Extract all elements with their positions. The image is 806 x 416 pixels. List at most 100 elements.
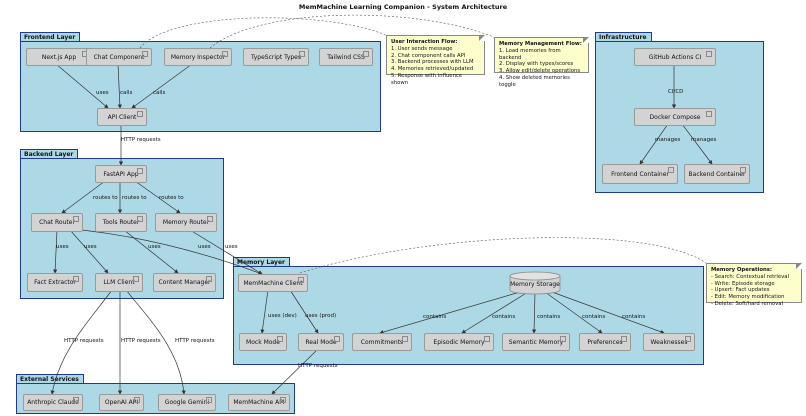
google-gemini-node[interactable]: Google Gemini [158,394,216,411]
edge-label-uses-dev: uses (dev) [268,313,297,319]
episodic-memory-node[interactable]: Episodic Memory [424,333,494,351]
component-icon [706,51,712,57]
memory-operations-note: Memory Operations: - Search: Contextual … [706,263,802,307]
fastapi-app-node[interactable]: FastAPI App [95,165,147,183]
edge-label-http-api: HTTP requests [121,137,161,143]
backend-layer-label: Backend Layer [20,149,79,159]
edge-storage-semantic [531,291,537,334]
github-actions-node[interactable]: GitHub Actions CI [634,48,716,66]
edge-chat-api [117,63,122,109]
edge-label-contains-3: contains [537,314,560,320]
component-icon [73,397,79,403]
chat-router-node[interactable]: Chat Router [31,213,83,232]
component-icon [363,51,369,57]
real-mode-node[interactable]: Real Mode [298,333,344,351]
component-icon [73,276,79,282]
edge-chat-fact [53,229,58,274]
external-services-label: External Services [16,374,84,384]
preferences-node[interactable]: Preferences [579,333,631,351]
component-icon [706,111,712,117]
edge-memclient-mock [260,289,269,334]
component-icon [334,336,340,342]
edge-tools-content [123,229,179,274]
edge-label-uses-4: uses [148,244,161,250]
edge-label-contains-2: contains [492,314,515,320]
memory-management-flow-note: Memory Management Flow: 1. Load memories… [494,37,589,88]
component-icon [207,216,213,222]
edge-storage-commitments [379,291,521,335]
openai-api-node[interactable]: OpenAI API [99,394,144,411]
frontend-layer-label: Frontend Layer [20,32,81,42]
edge-inspector-api [131,63,193,109]
note-connector-memclient [299,237,707,274]
component-icon [137,168,143,174]
edge-label-uses-5: uses [198,244,211,250]
component-icon [73,216,79,222]
component-icon [222,51,228,57]
semantic-memory-node[interactable]: Semantic Memory [502,333,570,351]
content-manager-node[interactable]: Content Manager [153,273,216,292]
component-icon [740,167,746,173]
edge-chat-memclient [81,229,263,275]
component-icon [134,397,140,403]
note-connector-chat [139,17,389,49]
memmachine-api-node[interactable]: MemMachine API [228,394,290,411]
edge-llm-gemini [125,289,186,395]
edge-chat-llm [69,229,109,274]
component-icon [685,336,691,342]
tools-router-node[interactable]: Tools Router [95,213,147,232]
typescript-types-node[interactable]: TypeScript Types [243,48,309,66]
edge-label-http-memapi: HTTP requests [298,363,338,369]
edge-label-contains-1: contains [423,314,446,320]
user-interaction-flow-note: User Interaction Flow: 1. User sends mes… [386,35,485,86]
tailwind-css-node[interactable]: Tailwind CSS [319,48,373,66]
note-connector-inspector [209,14,497,49]
backend-container-node[interactable]: Backend Container [684,164,750,184]
edge-storage-weaknesses [551,291,665,334]
diagram-title: MemMachine Learning Companion - System A… [298,3,508,11]
edge-llm-anthropic [50,289,113,395]
memmachine-client-node[interactable]: MemMachine Client [238,274,308,292]
edge-nextjs-api [55,63,109,109]
edge-label-http-gemini: HTTP requests [175,338,215,344]
edge-label-contains-4: contains [582,314,605,320]
edge-label-calls-2: calls [153,90,165,96]
nextjs-app-node[interactable]: Next.js App [26,48,92,66]
component-icon [137,111,143,117]
edge-label-uses-6: uses [225,244,238,250]
component-icon [402,336,408,342]
edge-fastapi-memory [134,180,181,214]
edge-storage-preferences [544,291,603,334]
component-icon [133,276,139,282]
edge-memrouter-memclient [189,229,263,275]
edge-label-cicd: CI/CD [668,89,683,95]
edge-label-http-openai: HTTP requests [121,338,161,344]
commitments-node[interactable]: Commitments [352,333,412,351]
edge-label-uses-3: uses [84,244,97,250]
chat-component-node[interactable]: Chat Component [86,48,152,66]
memory-inspector-node[interactable]: Memory Inspector [164,48,232,66]
memory-layer-label: Memory Layer [233,257,290,267]
docker-compose-node[interactable]: Docker Compose [634,108,716,126]
component-icon [206,397,212,403]
component-icon [668,167,674,173]
edge-label-contains-5: contains [622,314,645,320]
weaknesses-node[interactable]: Weaknesses [643,333,695,351]
edge-fastapi-chat [61,180,106,214]
anthropic-claude-node[interactable]: Anthropic Claude [23,394,83,411]
mock-mode-node[interactable]: Mock Mode [239,333,287,351]
component-icon [206,276,212,282]
edge-memclient-real [289,289,319,334]
edge-label-manages-2: manages [691,137,716,143]
component-icon [299,51,305,57]
api-client-node[interactable]: API Client [97,108,147,126]
component-icon [280,397,286,403]
frontend-container-node[interactable]: Frontend Container [602,164,678,184]
edge-docker-backend [681,123,713,165]
component-icon [621,336,627,342]
llm-client-node[interactable]: LLM Client [95,273,143,292]
fact-extractor-node[interactable]: Fact Extractor [27,273,83,292]
memory-router-node[interactable]: Memory Router [155,213,217,232]
component-icon [298,277,304,283]
